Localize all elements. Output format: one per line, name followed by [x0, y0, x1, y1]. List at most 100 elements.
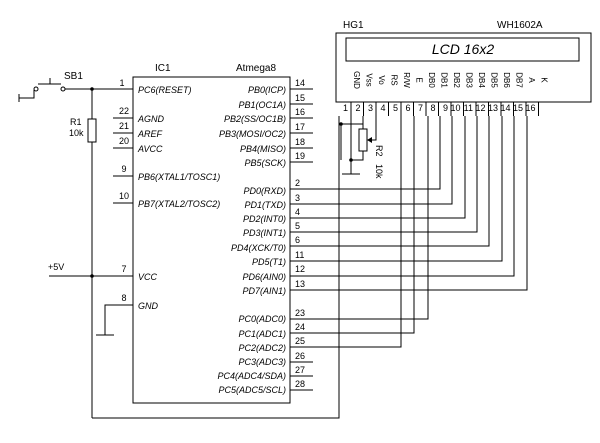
lcd-pin3-num: 3 — [368, 103, 373, 113]
wire-pc1-rw — [290, 116, 415, 334]
lcd-pin14-num: 14 — [500, 103, 510, 113]
ic1-pin14-num: 14 — [295, 78, 305, 88]
ic1-pin28-label: PC5(ADC5/SCL) — [218, 385, 286, 395]
wire-pd3-db3 — [290, 116, 478, 233]
ic1-pin10-num: 10 — [119, 191, 129, 201]
lcd-pin9-label: DB2 — [452, 72, 461, 88]
wire-pd6-db6 — [290, 116, 515, 277]
lcd-pin7-label: DB0 — [427, 72, 436, 88]
ic1-pin20-num: 20 — [119, 136, 129, 146]
ic1-ref: IC1 — [155, 63, 171, 74]
ic1-pin5-num: 5 — [295, 221, 300, 231]
r1-ref: R1 — [70, 117, 82, 127]
ic1-pin23-label: PC0(ADC0) — [238, 314, 286, 324]
ic1-pin17-num: 17 — [295, 122, 305, 132]
ic1-pin8-label: GND — [138, 301, 159, 311]
r1-body — [87, 118, 97, 143]
ic1-pin6-label: PD4(XCK/T0) — [231, 243, 286, 253]
sb1-ref: SB1 — [64, 71, 83, 82]
lcd-pin8-label: DB1 — [440, 72, 449, 88]
ic1-pin9-label: PB6(XTAL1/TOSC1) — [138, 172, 220, 182]
ic1-pin27-num: 27 — [295, 365, 305, 375]
lcd-pin12-num: 12 — [475, 103, 485, 113]
wire-pd0-db0 — [290, 116, 441, 190]
lcd-pin8-num: 8 — [430, 103, 435, 113]
lcd-pin6-num: 6 — [405, 103, 410, 113]
ic1-pin9-num: 9 — [121, 164, 126, 174]
sb1-contact-left — [33, 86, 39, 92]
ic1-pin13-num: 13 — [295, 279, 305, 289]
ic1-pin26-label: PC3(ADC3) — [238, 357, 286, 367]
ic1-pin21-num: 21 — [119, 121, 129, 131]
lcd-pin5-label: R/W — [402, 72, 411, 88]
ic1-pin4-num: 4 — [295, 207, 300, 217]
r2-body — [358, 128, 368, 152]
wire-pd2-db2 — [290, 116, 466, 219]
ic1-pin16-label: PB2(SS/OC1B) — [224, 114, 286, 124]
wire-sb1-gnd — [19, 90, 35, 99]
lcd-screen — [345, 37, 580, 62]
lcd-pin1-num: 1 — [343, 103, 348, 113]
ic1-pin2-label: PD0(RXD) — [243, 186, 286, 196]
wire-5v-lcd — [92, 116, 340, 419]
lcd-pin12-label: DB5 — [490, 72, 499, 88]
ic1-pin28-num: 28 — [295, 379, 305, 389]
ic1-pin1-num: 1 — [119, 78, 124, 88]
wire-lcd-vss — [340, 116, 364, 160]
ic1-pin7-num: 7 — [121, 264, 126, 274]
lcd-pin4-num: 4 — [380, 103, 385, 113]
lcd-display-text: LCD 16x2 — [432, 41, 494, 57]
ic1-pin24-label: PC1(ADC1) — [238, 329, 286, 339]
ic1-pin24-num: 24 — [295, 322, 305, 332]
ic1-pin6-num: 6 — [295, 235, 300, 245]
ic1-pin15-label: PB1(OC1A) — [238, 100, 286, 110]
lcd-pin16-num: 16 — [525, 103, 535, 113]
lcd-pin9-num: 9 — [443, 103, 448, 113]
r2-value: 10k — [374, 164, 384, 179]
ic1-pin4-label: PD2(INT0) — [243, 214, 286, 224]
lcd-pin6-label: E — [415, 77, 424, 82]
ic1-pin3-num: 3 — [295, 193, 300, 203]
junction-5v — [90, 274, 94, 278]
ic1-part: Atmega8 — [236, 63, 276, 74]
lcd-pin14-label: DB7 — [515, 72, 524, 88]
ic1-pin1-label: PC6(RESET) — [138, 85, 192, 95]
lcd-pin11-num: 11 — [464, 103, 473, 113]
lcd-pin7-num: 7 — [418, 103, 423, 113]
ic1-pin18-label: PB4(MISO) — [240, 144, 286, 154]
ic1-pin21-label: AREF — [137, 129, 163, 139]
lcd-pin-group: GND1Vss2Vo3RS4R/W5E6DB07DB18DB29DB310DB4… — [343, 71, 549, 116]
lcd-pin5-num: 5 — [393, 103, 398, 113]
r2-wiper-arrow — [367, 137, 372, 143]
ic1-pin12-num: 12 — [295, 264, 305, 274]
ic1-pin5-label: PD3(INT1) — [243, 228, 286, 238]
ic1-pin11-num: 11 — [295, 250, 304, 260]
wire-pd4-db4 — [290, 116, 490, 247]
ic1-pin22-num: 22 — [119, 106, 129, 116]
wire-r2-bottom — [351, 151, 364, 161]
ic1-pin19-num: 19 — [295, 151, 305, 161]
ic1-pin3-label: PD1(TXD) — [244, 200, 286, 210]
lcd-pin15-label: A — [527, 77, 536, 83]
wire-pc0-e — [290, 116, 429, 320]
lcd-pin10-label: DB3 — [465, 72, 474, 88]
ic1-body — [132, 76, 291, 404]
ic1-pin10-label: PB7(XTAL2/TOSC2) — [138, 199, 220, 209]
wire-pd5-db5 — [290, 116, 503, 262]
ic1-pin14-label: PB0(ICP) — [248, 85, 286, 95]
ic1-pin13-label: PD7(AIN1) — [242, 286, 286, 296]
ic1-pin12-label: PD6(AIN0) — [242, 272, 286, 282]
lcd-pin16-label: K — [540, 77, 549, 83]
ic1-pin11-label: PD5(T1) — [252, 257, 286, 267]
ic1-pin26-num: 26 — [295, 351, 305, 361]
junction-vss — [339, 122, 343, 126]
r2-ref: R2 — [374, 145, 384, 157]
lcd-pin15-num: 15 — [513, 103, 523, 113]
lcd-part: WH1602A — [497, 20, 543, 31]
wire-pd1-db1 — [290, 116, 453, 205]
power-label: +5V — [48, 262, 64, 272]
lcd-pin13-label: DB6 — [502, 72, 511, 88]
ic1-pin2-num: 2 — [295, 178, 300, 188]
ic1-pin18-num: 18 — [295, 137, 305, 147]
